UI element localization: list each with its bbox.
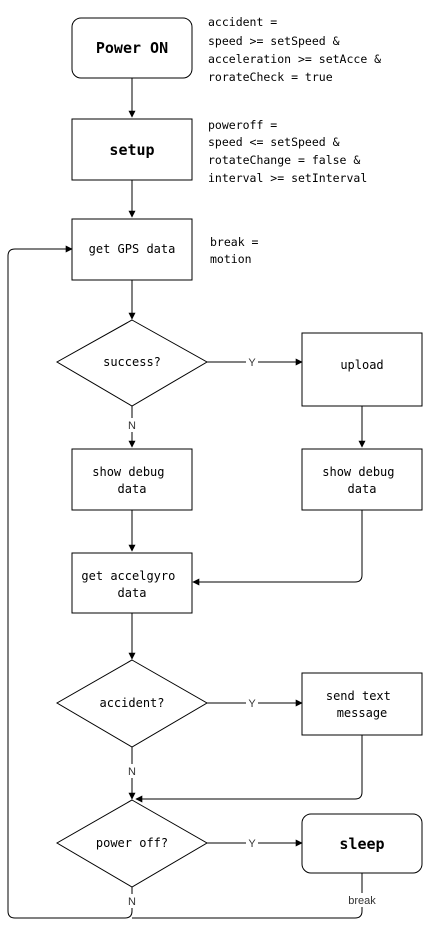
node-setup (71, 118, 193, 181)
edge-debug-right-accelgyro (192, 510, 363, 586)
node-get-gps (71, 218, 193, 281)
node-show-debug-right-label: show debug data (322, 465, 401, 496)
node-power-on-label: Power ON (96, 39, 168, 57)
note-accident: accident = speed >= setSpeed & accelerat… (208, 15, 388, 84)
node-get-gps-label: get GPS data (89, 242, 176, 256)
node-show-debug-right (301, 448, 423, 511)
node-setup-label: setup (109, 141, 154, 159)
label-sleep-break: break (348, 895, 376, 907)
node-get-accelgyro (71, 552, 193, 614)
node-success-label: success? (103, 355, 161, 369)
node-accident-label: accident? (99, 696, 164, 710)
node-show-debug-left-label: show debug data (92, 465, 171, 496)
label-accident-no: N (128, 766, 136, 778)
label-accident-yes: Y (248, 698, 256, 710)
label-success-no: N (128, 420, 136, 432)
node-power-off-label: power off? (96, 836, 168, 850)
edge-loop-back-gps (7, 245, 133, 919)
node-show-debug-left (71, 448, 193, 511)
note-break: break = motion (210, 235, 265, 266)
node-sleep-label: sleep (339, 835, 384, 853)
node-power-on (71, 17, 193, 79)
node-get-accelgyro-label: get accelgyro data (81, 569, 182, 600)
node-send-text-label: send text message (326, 689, 398, 720)
label-poweroff-no: N (128, 896, 136, 908)
node-sleep (301, 813, 423, 874)
node-success-decision (55, 319, 209, 407)
note-poweroff: poweroff = speed <= setSpeed & rotateCha… (208, 118, 367, 185)
label-poweroff-yes: Y (248, 838, 256, 850)
node-upload-label: upload (340, 358, 383, 372)
node-send-text (301, 672, 423, 736)
node-power-off-decision (56, 799, 208, 888)
edge-sleep-break (132, 873, 363, 919)
node-upload (301, 332, 423, 407)
label-success-yes: Y (248, 357, 256, 369)
edge-sendtext-poweroff (135, 735, 363, 803)
node-accident-decision (56, 659, 208, 748)
